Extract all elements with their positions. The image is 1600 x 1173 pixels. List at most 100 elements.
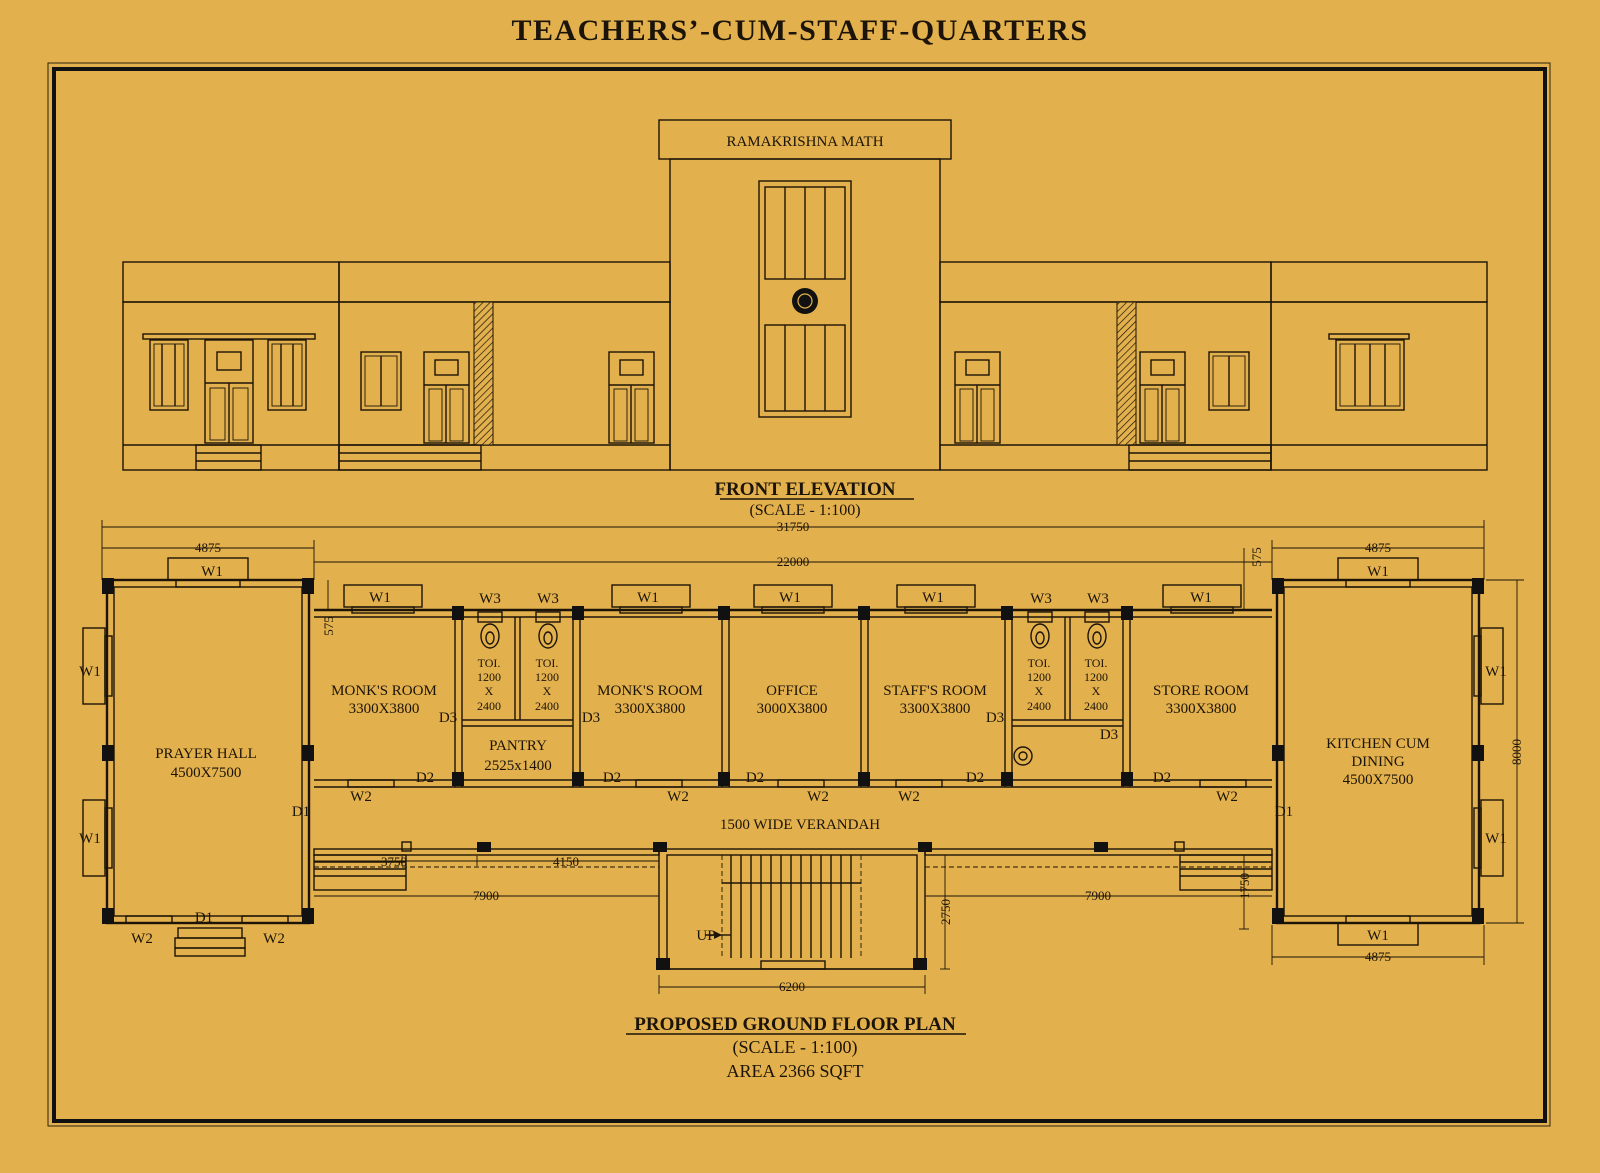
room-name-prayer-hall: PRAYER HALL	[155, 746, 257, 762]
toilet-label: 2400	[1027, 699, 1051, 713]
elevation-scale: (SCALE - 1:100)	[749, 502, 860, 519]
elev-window	[1335, 339, 1405, 411]
label-w2: W2	[807, 789, 829, 805]
label-w1: W1	[637, 590, 659, 606]
label-w2: W2	[263, 931, 285, 947]
toilet-label: X	[543, 684, 552, 698]
label-w1: W1	[922, 590, 944, 606]
outer-frame	[47, 62, 1551, 1127]
entrance-stair	[705, 855, 862, 958]
label-w3: W3	[479, 591, 501, 607]
page-title: TEACHERS’-CUM-STAFF-QUARTERS	[511, 14, 1089, 47]
label-w1: W1	[1367, 564, 1389, 580]
room-name-staff: STAFF'S ROOM	[883, 683, 987, 699]
dim-7900-left: 7900	[473, 888, 499, 903]
toilet-label: 1200	[1084, 670, 1108, 684]
dim-6200: 6200	[779, 979, 805, 994]
entrance-porch	[658, 848, 926, 970]
tower-window-frame	[758, 180, 852, 418]
label-d1: D1	[1275, 804, 1293, 820]
toilet-label: 2400	[1084, 699, 1108, 713]
label-d1: D1	[195, 910, 213, 926]
room-name-store: STORE ROOM	[1153, 683, 1249, 699]
toilet-label: TOI.	[536, 656, 559, 670]
plan-title: PROPOSED GROUND FLOOR PLAN	[634, 1014, 956, 1035]
room-size-monk-1: 3300X3800	[349, 701, 420, 717]
sign-text: RAMAKRISHNA MATH	[726, 134, 883, 150]
label-w1: W1	[79, 664, 101, 680]
plan-scale: (SCALE - 1:100)	[733, 1037, 858, 1058]
label-d2: D2	[416, 770, 434, 786]
toilet-label: X	[485, 684, 494, 698]
dim-575-left: 575	[321, 616, 336, 636]
inner-frame	[52, 67, 1547, 1123]
toilet-fixtures	[477, 611, 1110, 649]
room-name-office: OFFICE	[766, 683, 818, 699]
room-size-prayer-hall: 4500X7500	[171, 765, 242, 781]
toilet-label: 1200	[535, 670, 559, 684]
toilet-label: 2400	[477, 699, 501, 713]
room-size-office: 3000X3800	[757, 701, 828, 717]
dim-4150: 4150	[553, 854, 579, 869]
label-d2: D2	[966, 770, 984, 786]
emblem-icon	[792, 288, 818, 314]
dim-1750: 1750	[1237, 873, 1252, 899]
pilaster-left	[473, 301, 494, 446]
elev-window	[149, 339, 189, 411]
label-d3: D3	[986, 710, 1004, 726]
label-w1: W1	[201, 564, 223, 580]
elev-window	[360, 351, 402, 411]
label-w2: W2	[350, 789, 372, 805]
label-w2: W2	[667, 789, 689, 805]
dim-middle: 22000	[777, 554, 810, 569]
room-name-kitchen: KITCHEN CUM	[1326, 736, 1430, 752]
label-d2: D2	[1153, 770, 1171, 786]
room-size-monk-2: 3300X3800	[615, 701, 686, 717]
dim-7900-right: 7900	[1085, 888, 1111, 903]
toilet-label: TOI.	[1028, 656, 1051, 670]
room-size-kitchen: 4500X7500	[1343, 772, 1414, 788]
label-d3: D3	[439, 710, 457, 726]
left-mid-parapet	[338, 261, 671, 303]
right-mid-parapet	[939, 261, 1272, 303]
wash-basin-icon	[1013, 746, 1033, 766]
toilet-label: 2400	[535, 699, 559, 713]
label-d2: D2	[746, 770, 764, 786]
label-w1: W1	[79, 831, 101, 847]
label-d2: D2	[603, 770, 621, 786]
label-w2: W2	[898, 789, 920, 805]
label-d3: D3	[1100, 727, 1118, 743]
toilet-label: TOI.	[478, 656, 501, 670]
dim-right-wing: 4875	[1365, 540, 1391, 555]
label-d3: D3	[582, 710, 600, 726]
room-name-monk-1: MONK'S ROOM	[331, 683, 437, 699]
label-w1: W1	[779, 590, 801, 606]
plan-area: AREA 2366 SQFT	[726, 1061, 863, 1081]
left-end-parapet	[122, 261, 340, 303]
verandah-label: 1500 WIDE VERANDAH	[720, 817, 880, 833]
label-w1: W1	[369, 590, 391, 606]
dim-right-wing-bottom: 4875	[1365, 949, 1391, 964]
elev-window	[267, 339, 307, 411]
dim-575-right: 575	[1249, 547, 1264, 567]
room-name-kitchen-2: DINING	[1351, 754, 1404, 770]
dim-2750: 2750	[938, 899, 953, 925]
stair-up-label: UP	[696, 928, 715, 944]
toilet-labels: TOI. 1200 X 2400 TOI. 1200 X 2400 TOI. 1…	[477, 656, 1108, 713]
label-w3: W3	[537, 591, 559, 607]
toilet-label: TOI.	[1085, 656, 1108, 670]
label-w3: W3	[1087, 591, 1109, 607]
label-w1: W1	[1367, 928, 1389, 944]
label-d1: D1	[292, 804, 310, 820]
label-w3: W3	[1030, 591, 1052, 607]
label-w1: W1	[1485, 831, 1507, 847]
room-size-pantry: 2525x1400	[484, 758, 552, 774]
room-size-staff: 3300X3800	[900, 701, 971, 717]
front-elevation: RAMAKRISHNA MATH	[122, 119, 1488, 471]
toilet-label: X	[1092, 684, 1101, 698]
label-w1: W1	[1190, 590, 1212, 606]
toilet-label: 1200	[477, 670, 501, 684]
toilet-label: 1200	[1027, 670, 1051, 684]
room-size-store: 3300X3800	[1166, 701, 1237, 717]
